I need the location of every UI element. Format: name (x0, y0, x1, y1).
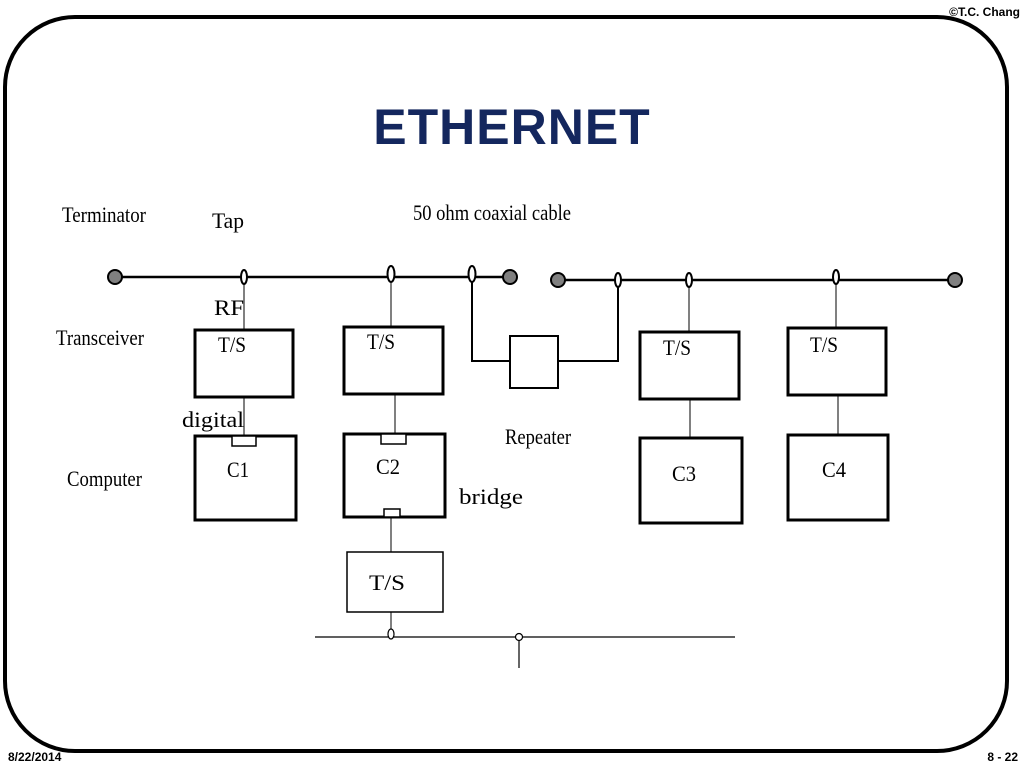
digital-label: digital (182, 407, 244, 432)
tap-2 (386, 265, 396, 283)
repeater-box (509, 335, 559, 389)
tap-6 (832, 269, 840, 285)
slide-title: ETHERNET (373, 99, 651, 155)
footer-page-number: 8 - 22 (987, 750, 1018, 764)
transceiver-text-2: T/S (367, 329, 395, 354)
transceiver-text-1: T/S (218, 332, 246, 357)
transceiver-box-4 (786, 326, 888, 397)
bridge-label: bridge (459, 484, 523, 509)
repeater-wire-right (558, 287, 619, 362)
repeater-label: Repeater (505, 424, 572, 449)
transceiver-label: Transceiver (56, 325, 145, 350)
tap-label: Tap (212, 208, 244, 233)
computer-text-2: C2 (376, 454, 400, 479)
transceiver-box-5 (346, 551, 444, 613)
computer-text-1: C1 (227, 457, 249, 482)
interface-port-1 (231, 435, 257, 447)
footer-date: 8/22/2014 (8, 750, 62, 764)
tap-4 (614, 272, 622, 288)
repeater-wire-left (471, 282, 510, 362)
transceiver-text-5: T/S (369, 570, 405, 595)
tap-1 (240, 269, 248, 285)
tap-5 (685, 272, 693, 288)
tap-3 (467, 265, 477, 283)
copyright-text: ©T.C. Chang (949, 5, 1020, 19)
tap-8 (514, 632, 524, 642)
slide-frame (3, 15, 1009, 753)
terminator-left-2 (550, 272, 566, 288)
interface-port-bridge (383, 508, 401, 518)
transceiver-box-3 (638, 330, 741, 401)
cable-label: 50 ohm coaxial cable (413, 200, 571, 225)
tap-7 (387, 628, 395, 640)
transceiver-text-3: T/S (663, 335, 691, 360)
transceiver-box-1 (193, 328, 295, 399)
computer-box-3 (638, 436, 744, 525)
computer-text-4: C4 (822, 457, 846, 482)
terminator-right-1 (502, 269, 518, 285)
terminator-left-1 (107, 269, 123, 285)
rf-label: RF (214, 295, 244, 320)
terminator-label: Terminator (62, 202, 147, 227)
computer-box-1 (193, 434, 298, 522)
transceiver-box-2 (342, 325, 445, 396)
computer-text-3: C3 (672, 461, 696, 486)
computer-box-4 (786, 433, 890, 522)
interface-port-2 (380, 433, 407, 445)
computer-label: Computer (67, 466, 143, 491)
transceiver-text-4: T/S (810, 332, 838, 357)
terminator-right-2 (947, 272, 963, 288)
